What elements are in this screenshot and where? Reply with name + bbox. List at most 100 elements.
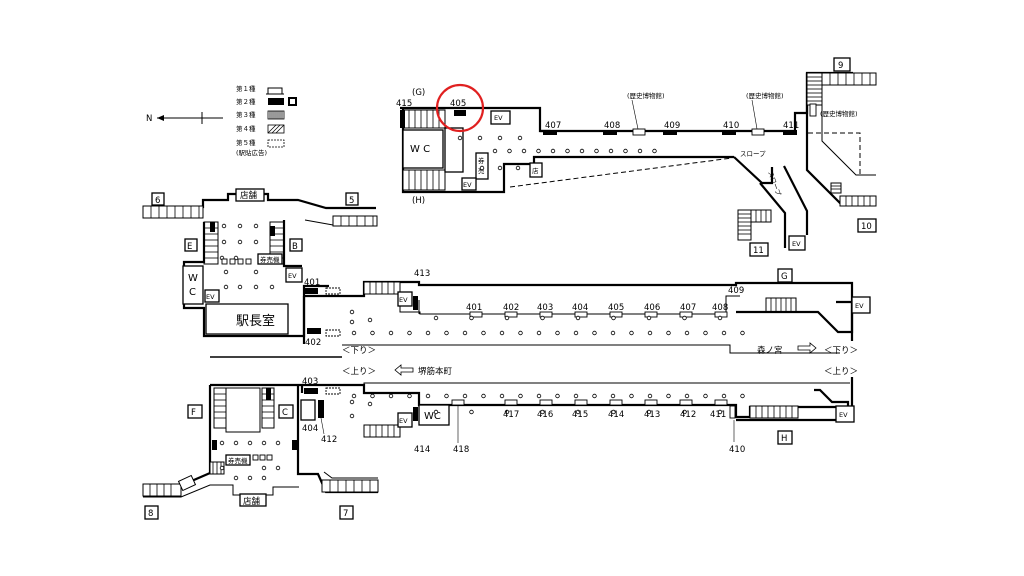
ad-board-bottom [714, 399, 728, 406]
ticket-gate [229, 258, 236, 265]
platform-column [349, 399, 355, 405]
upper-column [497, 135, 503, 141]
platform-column [666, 330, 671, 336]
ad-405-upper [454, 110, 466, 116]
label-410: 410 [729, 445, 745, 455]
upper-column [579, 148, 585, 154]
platform-column [425, 330, 431, 336]
platform-column [481, 330, 486, 336]
upper-concourse: EV W C 券 売 EV EV 店 [396, 57, 877, 257]
platform-column [351, 330, 357, 336]
label-row2-415: 415 [572, 410, 588, 420]
platform-column [592, 393, 597, 399]
exit-8: 8 [148, 509, 153, 519]
column [233, 440, 239, 446]
slope-label: スロープ [740, 150, 766, 158]
museum-label-3: (歴史博物館) [820, 109, 858, 118]
platform-down-right: ＜下り＞ [824, 346, 858, 356]
ticket-lower: 券売機 [228, 456, 248, 465]
platform-column [407, 393, 412, 399]
platform-column [647, 330, 653, 336]
ev-label-11: EV [792, 240, 801, 248]
platform-column [684, 393, 690, 399]
platform-column [481, 393, 486, 399]
platform-column [518, 393, 523, 399]
upper-column [492, 148, 498, 154]
platform-column [717, 409, 723, 415]
platform-column [666, 393, 671, 399]
upper-column [477, 135, 483, 141]
direction-sakaisuji: 堺筋本町 [418, 366, 453, 377]
exit-c: C [282, 408, 288, 418]
wc-left-2: C [189, 287, 196, 298]
ad-board-top [539, 311, 553, 318]
label-row1-405: 405 [608, 303, 624, 313]
label-410-upper: 410 [723, 121, 739, 131]
upper-column [536, 148, 541, 154]
platform-column [367, 317, 373, 323]
arrow-left-icon [394, 364, 414, 376]
platform-column [388, 393, 394, 399]
column [223, 284, 229, 290]
ev-413: EV [399, 296, 408, 304]
ev-h: EV [839, 411, 848, 419]
platform-column [684, 330, 690, 336]
platform-down-left: ＜下り＞ [342, 346, 376, 356]
platform-column [703, 393, 708, 399]
exit-7: 7 [343, 509, 348, 519]
north-label: N [146, 114, 152, 124]
label-row1-402: 402 [503, 303, 519, 313]
platform-column [610, 393, 616, 399]
ad-board-bottom [504, 399, 518, 406]
platform-column [646, 315, 652, 321]
label-413: 413 [414, 269, 430, 279]
upper-column [517, 135, 523, 141]
platform-column [592, 330, 597, 336]
ticket-gate [266, 454, 273, 461]
exit-5: 5 [349, 196, 354, 206]
platform-column [703, 330, 708, 336]
platform-column [647, 393, 653, 399]
legend-item-2: 第２種 [236, 97, 256, 106]
platform-column [370, 393, 375, 399]
legend-item-4: 第４種 [236, 124, 256, 133]
platform-column [575, 315, 581, 321]
column [219, 465, 225, 471]
platform-column [629, 393, 634, 399]
label-412: 412 [321, 435, 337, 445]
column [275, 465, 281, 471]
platform-column [555, 330, 560, 336]
exit-f: F [191, 408, 196, 418]
legend-type3-icon [267, 110, 285, 120]
legend-type1-icon [267, 87, 283, 94]
platform-column [717, 315, 723, 321]
station-master-room: 駅長室 [236, 313, 275, 329]
platform-column [433, 315, 439, 321]
platform-column [351, 393, 357, 399]
platform-column [462, 330, 468, 336]
platform-column [407, 330, 412, 336]
label-row1-403: 403 [537, 303, 553, 313]
platform-column [444, 330, 449, 336]
platform-column [629, 330, 634, 336]
ev-upper-left: EV [463, 181, 472, 189]
label-402-left: 402 [305, 338, 321, 348]
label-row1-401: 401 [466, 303, 482, 313]
ad-board-bottom [609, 399, 623, 406]
label-409: 409 [728, 286, 744, 296]
exit-9: 9 [838, 61, 843, 71]
label-row2-414: 414 [608, 410, 624, 420]
label-row2-416: 416 [537, 410, 553, 420]
ticket-gate [237, 258, 244, 265]
platform-column [610, 330, 616, 336]
label-408-upper: 408 [604, 121, 620, 131]
platform-column [349, 319, 355, 325]
column [247, 475, 253, 481]
platform-column [721, 393, 727, 399]
exit-e: E [187, 242, 192, 252]
label-409-upper: 409 [664, 121, 680, 131]
column [219, 440, 225, 446]
platform-column [611, 409, 616, 415]
legend-item-3: 第３種 [236, 110, 256, 119]
